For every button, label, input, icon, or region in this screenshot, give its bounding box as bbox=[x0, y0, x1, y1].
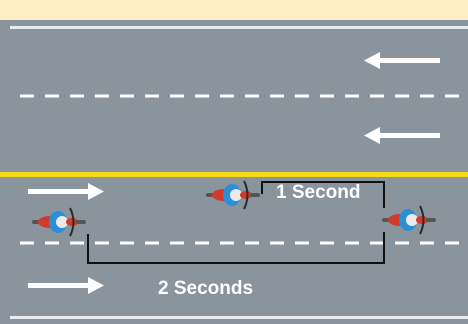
motorcycle-icon bbox=[32, 207, 86, 237]
arrow-right-icon bbox=[28, 277, 104, 294]
two-second-bracket bbox=[87, 232, 385, 264]
arrow-left-icon bbox=[364, 52, 440, 69]
arrow-right-icon bbox=[28, 183, 104, 200]
motorcycle-icon bbox=[206, 180, 260, 210]
center-line bbox=[0, 172, 468, 177]
two-seconds-label: 2 Seconds bbox=[158, 278, 254, 299]
motorcycle-icon bbox=[382, 205, 436, 235]
arrow-left-icon bbox=[364, 127, 440, 144]
road-edge-top bbox=[10, 26, 468, 29]
one-second-label: 1 Second bbox=[276, 182, 361, 203]
top-band bbox=[0, 0, 468, 20]
road-edge-bottom bbox=[10, 316, 468, 319]
one-second-bracket bbox=[261, 181, 385, 208]
